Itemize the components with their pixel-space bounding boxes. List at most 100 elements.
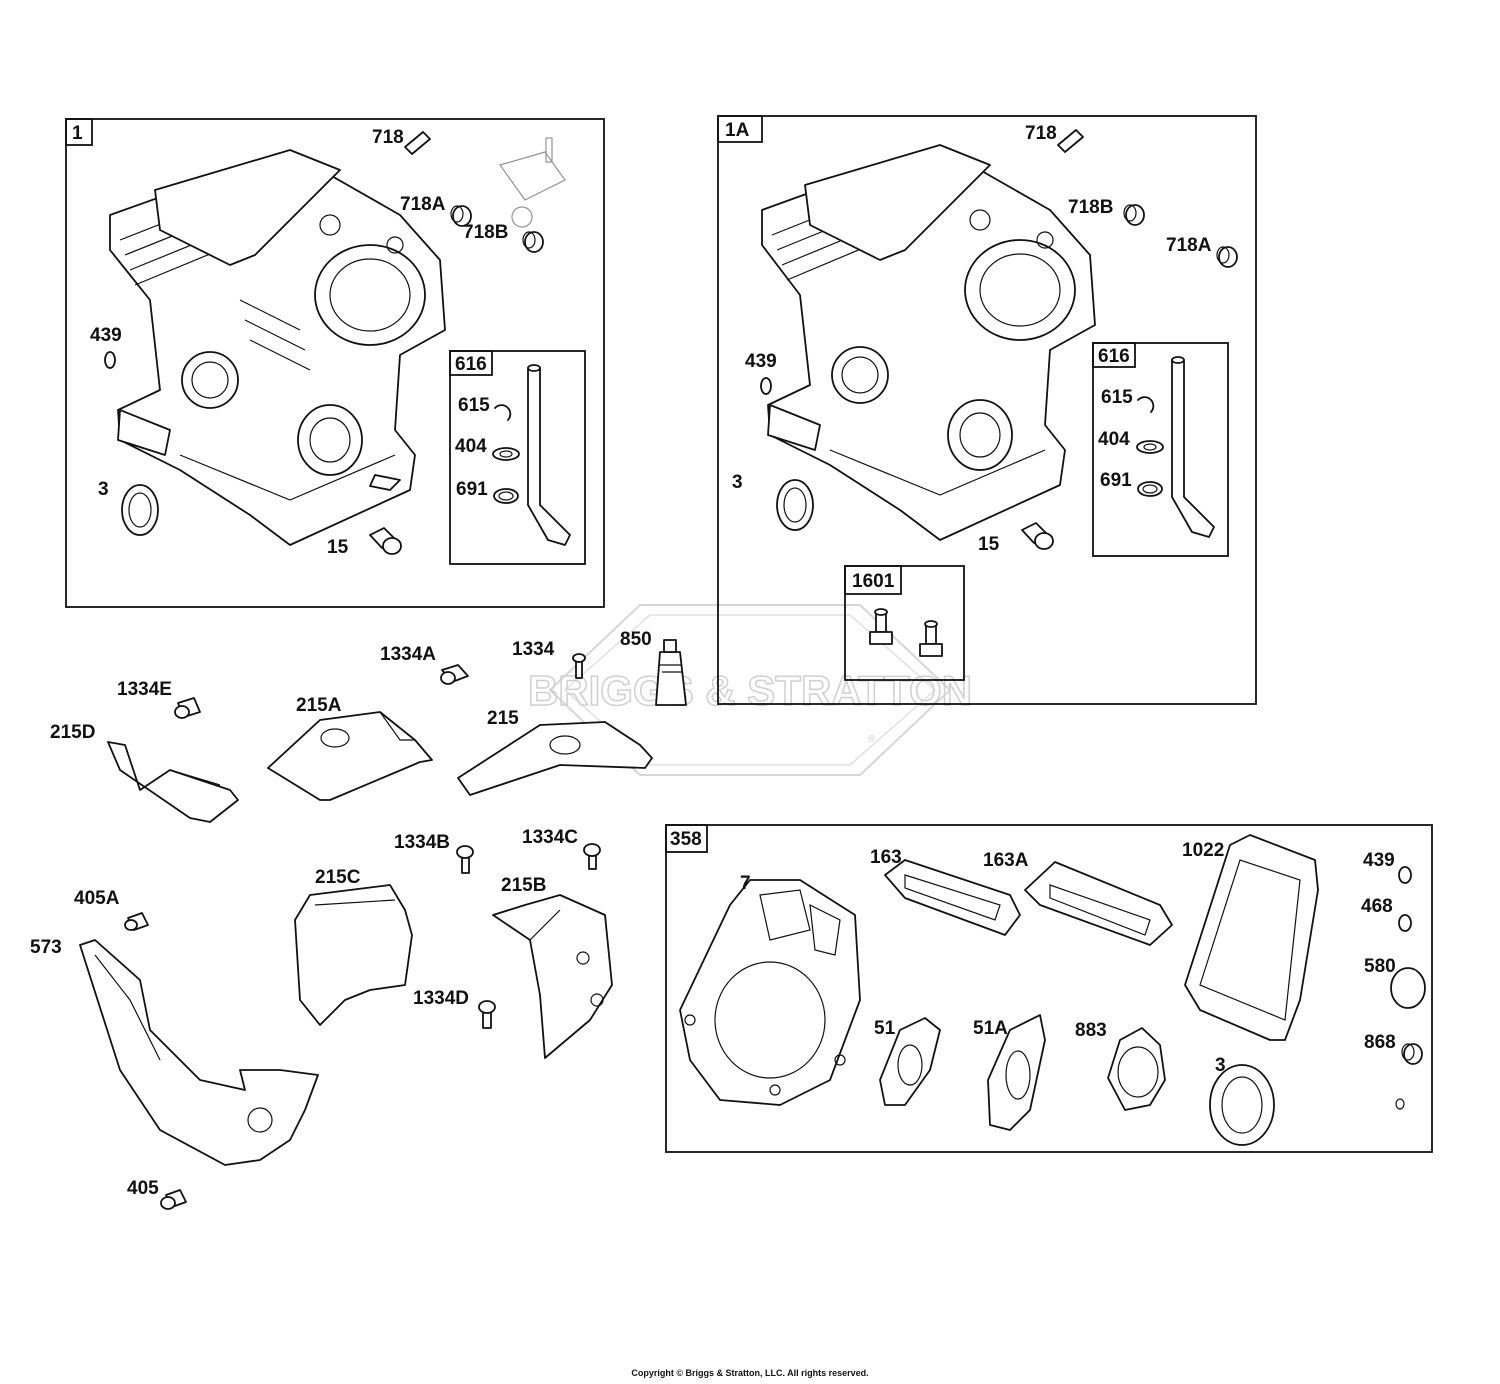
bolt-kit-box-1601: 1601 — [844, 565, 965, 681]
copyright-notice: Copyright © Briggs & Stratton, LLC. All … — [631, 1368, 869, 1378]
bushing-718B — [522, 231, 544, 253]
label-850: 850 — [620, 629, 652, 650]
label-404: 404 — [455, 436, 487, 457]
head-gasket-7 — [679, 879, 861, 1106]
ring-468 — [1398, 914, 1412, 932]
label-615-1a: 615 — [1101, 387, 1133, 408]
label-718A-1a: 718A — [1166, 235, 1212, 256]
seal-868 — [1395, 1043, 1423, 1110]
shroud-215 — [457, 721, 653, 796]
label-718A: 718A — [400, 194, 446, 215]
label-163: 163 — [870, 847, 902, 868]
label-1334: 1334 — [512, 639, 555, 660]
label-405: 405 — [127, 1178, 159, 1199]
oil-seal-3-1a — [776, 479, 814, 531]
dipstick-kit-box-616-1a: 616 615 404 691 — [1092, 342, 1229, 557]
watermark-registered: ® — [868, 734, 876, 745]
gasket-163A — [1024, 861, 1173, 946]
gasket-883 — [1107, 1027, 1166, 1111]
sealant-tube-850 — [655, 639, 687, 706]
ring-439-set — [1398, 866, 1412, 884]
seal-ring-439 — [104, 351, 116, 369]
assembly-box-1: 1 718 — [65, 118, 605, 608]
screw-1334C — [583, 843, 601, 870]
shroud-215C — [294, 884, 413, 1026]
seal-ring-439-1a — [760, 377, 772, 395]
screw-1334D — [478, 1000, 496, 1029]
screw-405 — [160, 1189, 187, 1210]
label-3-set: 3 — [1215, 1055, 1226, 1076]
box-616-label: 616 — [455, 354, 487, 375]
gasket-ghost-drawing — [499, 137, 566, 228]
label-51A: 51A — [973, 1018, 1008, 1039]
dipstick-kit-box-616: 616 615 404 691 — [449, 350, 586, 565]
screw-1334 — [572, 653, 586, 679]
bolt-15 — [369, 527, 402, 555]
brand-watermark: BRIGGS & STRATTON ® — [527, 604, 973, 776]
label-15: 15 — [327, 537, 349, 558]
label-163A: 163A — [983, 850, 1029, 871]
label-468: 468 — [1361, 896, 1393, 917]
dowel-pin-718-1a — [1057, 129, 1084, 153]
assembly-box-1a: 1A 718 718B 718A — [717, 115, 1257, 705]
label-404-1a: 404 — [1098, 429, 1130, 450]
label-3-1a: 3 — [732, 472, 743, 493]
oil-seal-3 — [121, 484, 159, 536]
box-1a-label: 1A — [725, 120, 750, 141]
label-439: 439 — [90, 325, 122, 346]
label-1022: 1022 — [1182, 840, 1224, 861]
gasket-set-box-358: 358 7 163 163A 1022 439 — [665, 824, 1433, 1153]
shroud-573 — [79, 939, 319, 1166]
gasket-1022 — [1184, 834, 1319, 1041]
screw-1334E — [174, 697, 201, 719]
box-1a-tag — [717, 115, 763, 143]
label-1334C: 1334C — [522, 827, 578, 848]
label-615: 615 — [458, 395, 490, 416]
label-215A: 215A — [296, 695, 342, 716]
label-405A: 405A — [74, 888, 120, 909]
label-691-1a: 691 — [1100, 470, 1132, 491]
label-868: 868 — [1364, 1032, 1396, 1053]
o-ring-580 — [1390, 967, 1426, 1009]
label-718B: 718B — [463, 222, 508, 243]
label-439-1a: 439 — [745, 351, 777, 372]
label-573: 573 — [30, 937, 62, 958]
label-7: 7 — [740, 873, 751, 894]
label-15-1a: 15 — [978, 534, 1000, 555]
label-215D: 215D — [50, 722, 95, 743]
label-718B-1a: 718B — [1068, 197, 1113, 218]
oil-seal-3-set — [1209, 1064, 1275, 1146]
dowel-pin-718 — [404, 131, 431, 155]
bolt-15-1a — [1021, 522, 1054, 550]
box-1a-frame — [717, 115, 1257, 705]
label-1334E: 1334E — [117, 679, 172, 700]
label-718: 718 — [372, 127, 404, 148]
box-1-label: 1 — [72, 123, 83, 144]
shroud-215B — [492, 894, 613, 1059]
bushing-718B-1a — [1123, 204, 1145, 226]
gasket-163 — [884, 859, 1021, 936]
label-1334D: 1334D — [413, 988, 469, 1009]
label-718-1a: 718 — [1025, 123, 1057, 144]
box-1601-label: 1601 — [852, 571, 895, 592]
label-1334A: 1334A — [380, 644, 436, 665]
label-215: 215 — [487, 708, 519, 729]
box-1-tag — [65, 118, 93, 146]
watermark-text: BRIGGS & STRATTON — [528, 667, 972, 714]
cylinder-block-drawing — [109, 149, 446, 546]
cylinder-block-drawing-1a — [761, 144, 1096, 541]
screw-1334B — [456, 845, 474, 874]
box-616-1a-label: 616 — [1098, 346, 1130, 367]
label-1334B: 1334B — [394, 832, 450, 853]
screw-1334A — [440, 664, 469, 685]
screw-405A — [124, 912, 149, 931]
gasket-51 — [879, 1017, 941, 1106]
box-358-label: 358 — [670, 829, 702, 850]
label-51: 51 — [874, 1018, 896, 1039]
bushing-718A-1a — [1216, 246, 1238, 268]
shroud-215A — [267, 711, 433, 801]
gasket-51A — [987, 1014, 1046, 1131]
bushing-718A — [450, 205, 472, 227]
label-215B: 215B — [501, 875, 546, 896]
